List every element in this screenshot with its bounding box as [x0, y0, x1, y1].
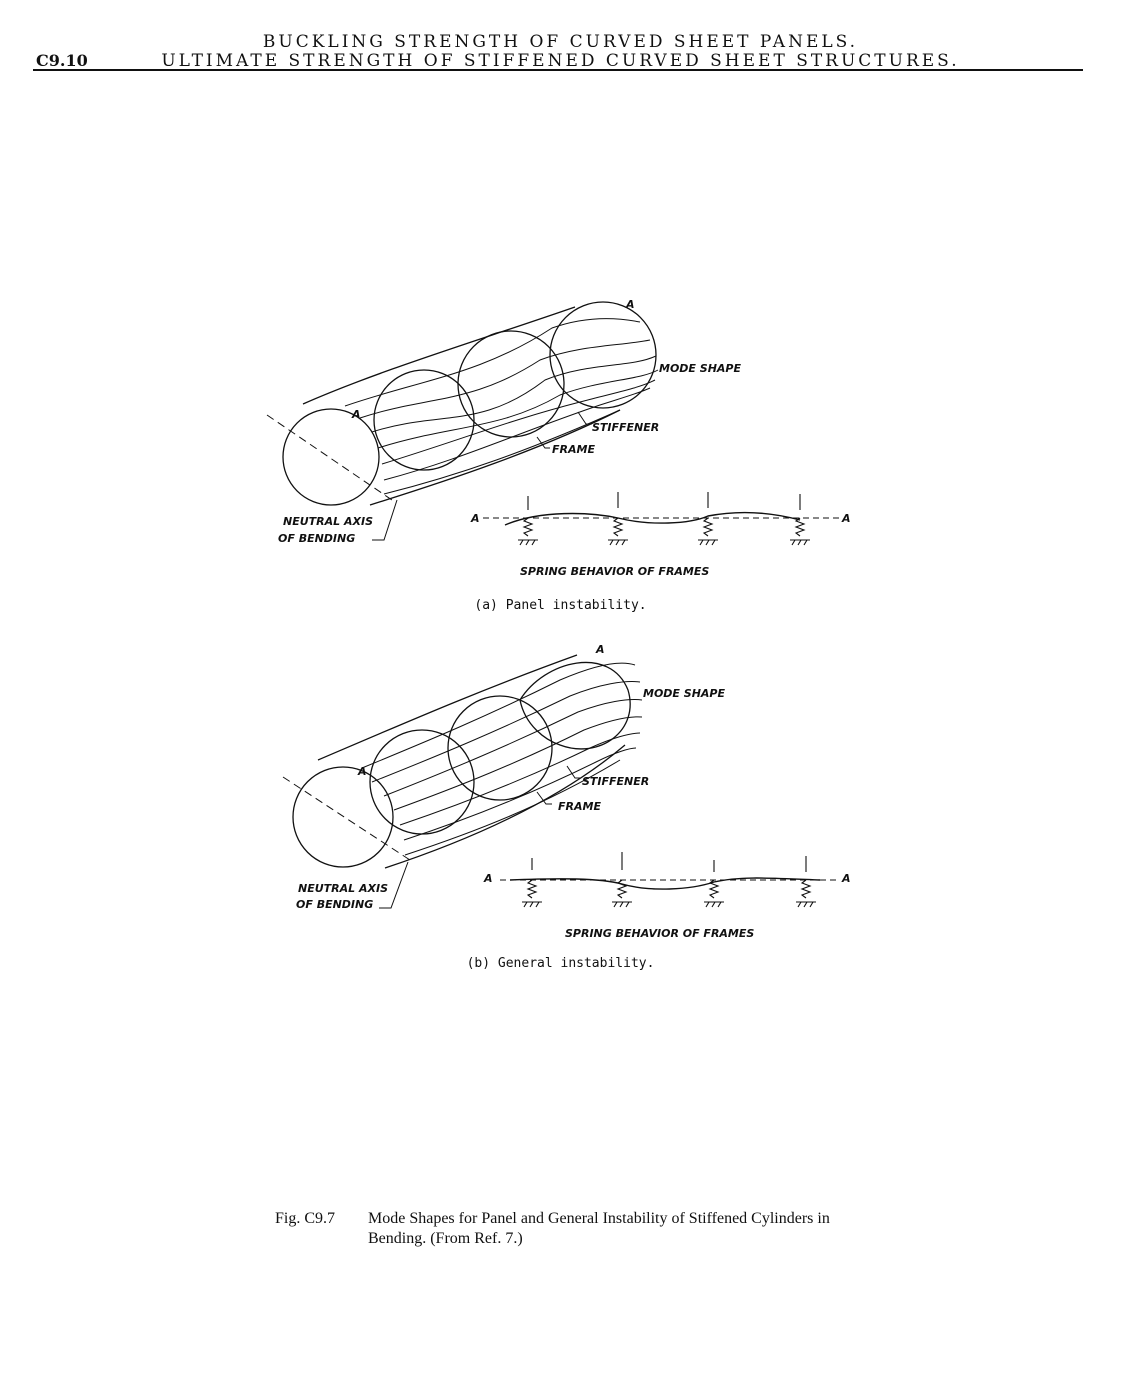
figure-b-general-instability: A A MODE SHAPE STIFFENER FRAME NEUTRAL A… [282, 643, 851, 940]
point-a-top-label: A [625, 298, 635, 311]
mode-shape-label: MODE SHAPE [643, 687, 725, 700]
spring-a-left-label: A [470, 512, 480, 525]
stiffener-label: STIFFENER [582, 775, 649, 788]
spring-diagram [500, 852, 840, 908]
of-bending-label: OF BENDING [296, 898, 373, 911]
spring-behavior-label: SPRING BEHAVIOR OF FRAMES [520, 565, 709, 578]
frame-label: FRAME [552, 443, 595, 456]
of-bending-label: OF BENDING [278, 532, 355, 545]
point-a-left-label: A [351, 408, 361, 421]
neutral-axis-label: NEUTRAL AXIS [298, 882, 388, 895]
point-a-top-label: A [595, 643, 605, 656]
running-header-line-2: ULTIMATE STRENGTH OF STIFFENED CURVED SH… [161, 51, 960, 71]
spring-a-left-label: A [483, 872, 493, 885]
section-number: C9.10 [36, 51, 88, 70]
subcaption-b: (b) General instability. [466, 956, 655, 971]
neutral-axis-label: NEUTRAL AXIS [283, 515, 373, 528]
point-a-left-label: A [357, 765, 367, 778]
spring-behavior-label: SPRING BEHAVIOR OF FRAMES [565, 927, 754, 940]
running-header-line-1: BUCKLING STRENGTH OF CURVED SHEET PANELS… [262, 32, 859, 52]
subcaption-a: (a) Panel instability. [474, 598, 647, 613]
spring-a-right-label: A [841, 512, 851, 525]
figure-caption-text: Mode Shapes for Panel and General Instab… [368, 1210, 830, 1247]
stiffener-label: STIFFENER [592, 421, 659, 434]
figure-a-panel-instability: A A MODE SHAPE STIFFENER FRAME NEUTRAL A… [266, 298, 851, 578]
figure-number: Fig. C9.7 [275, 1210, 336, 1227]
mode-shape-label: MODE SHAPE [659, 362, 741, 375]
header-rule [33, 69, 1083, 71]
cylinder-drawing [266, 301, 659, 541]
spring-diagram [483, 492, 840, 546]
spring-a-right-label: A [841, 872, 851, 885]
cylinder-drawing [282, 654, 643, 909]
frame-label: FRAME [558, 800, 601, 813]
